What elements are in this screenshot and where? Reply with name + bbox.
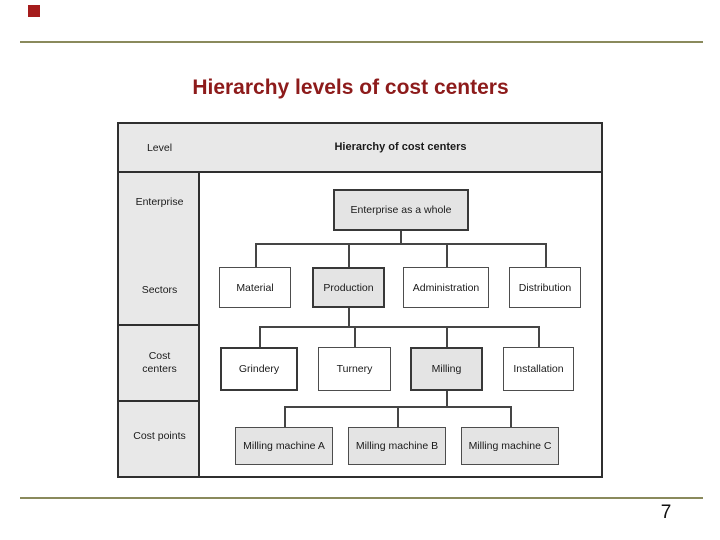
tree-connector [510,407,512,427]
tree-connector [538,327,540,347]
node-turnery: Turnery [318,347,391,391]
tree-connector [255,243,547,245]
node-milling-machine-a: Milling machine A [235,427,333,465]
row-label-cost-centers: Cost centers [142,350,177,375]
bottom-rule [20,497,703,499]
tree-connector [348,308,350,326]
tree-connector [259,327,261,347]
row-label-sectors: Sectors [141,284,178,296]
tree-connector [446,391,448,407]
node-grindery: Grindery [220,347,298,391]
top-rule [20,41,703,43]
tree-connector [259,326,540,328]
row-divider [119,324,200,326]
tree-connector [397,407,399,427]
tree-connector [446,244,448,267]
node-material: Material [219,267,291,308]
node-milling-machine-b: Milling machine B [348,427,446,465]
tree-connector [348,244,350,267]
tree-connector [400,231,402,244]
column-header-hierarchy: Hierarchy of cost centers [334,141,467,153]
level-column [119,124,200,476]
page-number: 7 [660,502,672,523]
node-distribution: Distribution [509,267,581,308]
node-administration: Administration [403,267,489,308]
row-label-enterprise: Enterprise [135,196,184,208]
hierarchy-table: Level Hierarchy of cost centers Enterpri… [117,122,603,478]
row-divider [119,400,200,402]
tree-connector [446,327,448,347]
table-header-row [119,124,601,173]
node-installation: Installation [503,347,574,391]
tree-connector [255,244,257,267]
column-header-level: Level [146,142,173,154]
tree-connector [284,407,286,427]
row-label-cost-points: Cost points [133,430,186,442]
node-enterprise-as-a-whole: Enterprise as a whole [333,189,469,231]
node-milling: Milling [410,347,483,391]
accent-square [28,5,40,17]
tree-connector [354,327,356,347]
node-production: Production [312,267,385,308]
slide-title: Hierarchy levels of cost centers [192,76,509,99]
node-milling-machine-c: Milling machine C [461,427,559,465]
tree-connector [545,244,547,267]
